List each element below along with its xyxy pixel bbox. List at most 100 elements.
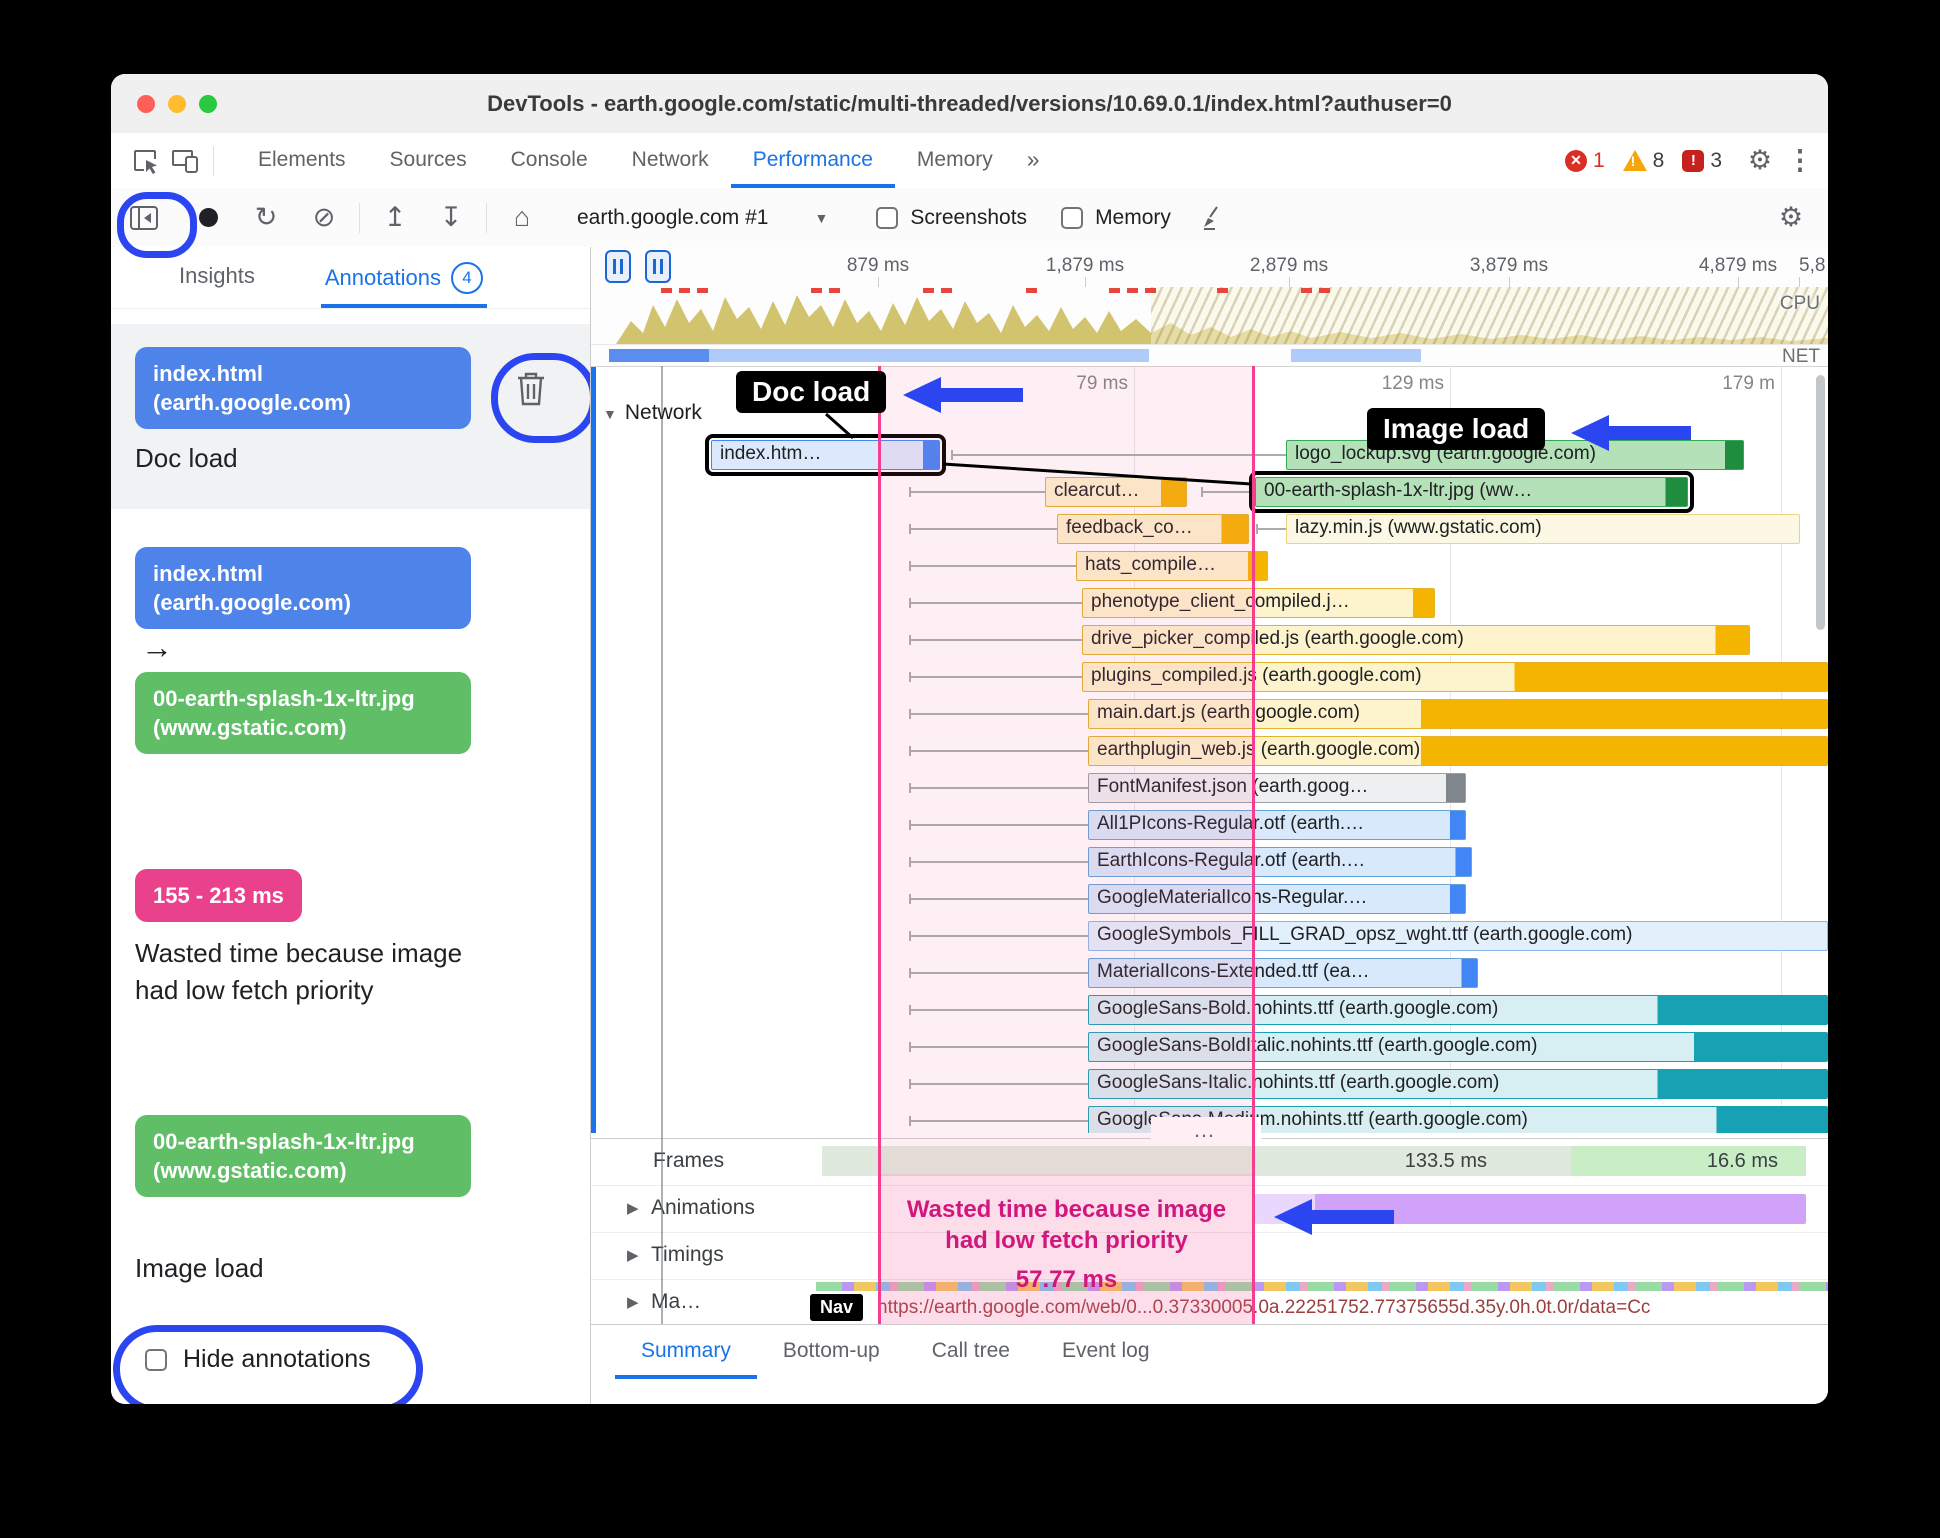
network-request-bar[interactable]: MaterialIcons-Extended.ttf (ea… [1088,958,1478,988]
annotation-entry-pill[interactable]: 00-earth-splash-1x-ltr.jpg (www.gstatic.… [135,672,471,755]
annotation-label[interactable]: Doc load [135,443,238,473]
tab-sources[interactable]: Sources [389,148,467,171]
tab-overflow-chevron[interactable]: » [1026,146,1040,172]
cpu-activity-chart [591,287,1828,344]
request-whisker [909,672,1082,682]
network-request-bar[interactable]: main.dart.js (earth.google.com) [1088,699,1828,729]
chevron-down-icon[interactable]: ▼ [814,209,829,226]
annotations-count-badge: 4 [451,261,484,294]
annotation-range-pill[interactable]: 155 - 213 ms [135,869,302,923]
animations-track-label: Animations [651,1196,755,1219]
annotation-label[interactable]: Wasted time because image had low fetch … [135,938,463,1005]
devtools-settings-gear-icon[interactable]: ⚙ [1747,145,1773,175]
tab-memory[interactable]: Memory [916,148,993,171]
network-request-bar[interactable]: drive_picker_compiled.js (earth.google.c… [1082,625,1750,655]
network-request-bar[interactable]: GoogleSymbols_FILL_GRAD_opsz_wght.ttf (e… [1088,921,1828,951]
annotation-label[interactable]: Image load [135,1253,264,1283]
vertical-scrollbar-thumb[interactable] [1816,375,1825,630]
annotation-entry-pill[interactable]: 00-earth-splash-1x-ltr.jpg (www.gstatic.… [135,1115,471,1198]
bottom-tab-event-log[interactable]: Event log [1061,1339,1150,1362]
network-request-bar[interactable]: plugins_compiled.js (earth.google.com) [1082,662,1828,692]
target-selector[interactable]: earth.google.com #1 [577,205,769,229]
performance-settings-gear-icon[interactable]: ⚙ [1778,202,1804,232]
frame-duration-bar[interactable]: 133.5 ms [822,1146,1571,1176]
tab-annotations[interactable]: Annotations 4 [321,247,487,308]
save-profile-icon[interactable]: ↧ [439,202,463,232]
request-label: lazy.min.js (www.gstatic.com) [1295,517,1542,538]
tab-insights[interactable]: Insights [179,263,255,288]
annotation-entry-pill[interactable]: index.html (earth.google.com) [135,547,471,630]
tab-console[interactable]: Console [510,148,588,171]
inspect-element-icon[interactable] [125,141,165,181]
image-load-annotation-label[interactable]: Image load [1367,408,1546,450]
network-track-header[interactable]: ▼Network [603,401,702,425]
error-badge[interactable]: ✕ 1 [1564,149,1605,173]
delete-annotation-icon[interactable] [511,367,551,411]
record-button[interactable] [187,197,229,239]
overview-right-handle[interactable] [645,250,671,283]
devtools-menu-dots-icon[interactable]: ⋮ [1786,145,1814,175]
network-request-bar[interactable]: feedback_co… [1057,514,1249,544]
network-request-bar[interactable]: earthplugin_web.js (earth.google.com) [1088,736,1828,766]
overview-left-handle[interactable] [605,250,631,283]
clear-recording-icon[interactable]: ⊘ [312,202,336,232]
network-request-bar[interactable]: FontManifest.json (earth.goog… [1088,773,1466,803]
frame-duration-bar[interactable]: 16.6 ms [1571,1146,1806,1176]
bottom-tab-bottom-up[interactable]: Bottom-up [782,1339,880,1362]
network-request-bar[interactable]: GoogleSans-BoldItalic.nohints.ttf (earth… [1088,1032,1828,1062]
timings-track[interactable]: ▶ Timings [591,1233,1828,1280]
memory-checkbox[interactable] [1061,206,1084,229]
network-request-bar[interactable]: index.htm… [705,434,946,476]
network-request-bar[interactable]: hats_compile… [1076,551,1268,581]
screenshots-checkbox[interactable] [876,206,899,229]
network-request-bar[interactable]: GoogleSans-Italic.nohints.ttf (earth.goo… [1088,1069,1828,1099]
bottom-tab-call-tree[interactable]: Call tree [931,1339,1010,1362]
warning-badge[interactable]: 8 [1622,149,1664,173]
network-request-bar[interactable]: GoogleSans-Bold.nohints.ttf (earth.googl… [1088,995,1828,1025]
overview-tick-label: 5,8 [1799,255,1826,276]
show-more-ellipsis[interactable]: … [1151,1117,1261,1143]
doc-load-annotation-label[interactable]: Doc load [736,371,887,413]
request-label: plugins_compiled.js (earth.google.com) [1091,665,1422,686]
garbage-collect-icon[interactable] [1193,197,1235,239]
tab-elements[interactable]: Elements [258,148,346,171]
request-whisker [909,820,1088,830]
network-request-bar[interactable]: All1PIcons-Regular.otf (earth.… [1088,810,1466,840]
collapse-triangle-icon[interactable]: ▼ [603,406,617,422]
request-label: MaterialIcons-Extended.ttf (ea… [1097,961,1370,982]
annotation-entry-pill[interactable]: index.html (earth.google.com) [135,347,471,430]
expand-triangle-icon[interactable]: ▶ [627,1247,639,1264]
load-profile-icon[interactable]: ↥ [383,202,407,232]
expand-triangle-icon[interactable]: ▶ [627,1200,639,1217]
traffic-light-minimize-button[interactable] [168,95,186,113]
network-request-bar[interactable]: phenotype_client_compiled.j… [1082,588,1435,618]
tab-performance[interactable]: Performance [731,133,895,188]
animation-bar[interactable] [1255,1194,1806,1224]
animations-track[interactable]: ▶ Animations [591,1186,1828,1233]
frames-track[interactable]: Frames 133.5 ms 16.6 ms [591,1139,1828,1186]
request-label: EarthIcons-Regular.otf (earth.… [1097,850,1366,871]
sidebar-toggle-icon[interactable] [123,197,165,239]
reload-and-record-icon[interactable]: ↻ [254,202,278,232]
network-request-bar[interactable]: lazy.min.js (www.gstatic.com) [1286,514,1800,544]
network-request-bar[interactable]: EarthIcons-Regular.otf (earth.… [1088,847,1472,877]
traffic-light-close-button[interactable] [137,95,155,113]
request-label: main.dart.js (earth.google.com) [1097,702,1360,723]
network-request-bar[interactable]: 00-earth-splash-1x-ltr.jpg (ww… [1249,471,1694,513]
device-toolbar-icon[interactable] [165,141,205,181]
main-thread-track[interactable]: ▶ Ma… Nav https://earth.google.com/web/0… [591,1280,1828,1325]
tab-network[interactable]: Network [631,148,709,171]
navigation-marker-badge[interactable]: Nav [810,1294,864,1321]
home-icon[interactable]: ⌂ [513,202,531,232]
request-whisker [909,1079,1088,1089]
issues-badge[interactable]: ! 3 [1682,149,1722,173]
hide-annotations-checkbox[interactable] [145,1348,167,1371]
bottom-tab-summary[interactable]: Summary [615,1325,757,1379]
network-request-bar[interactable]: clearcut… [1045,477,1187,507]
expand-triangle-icon[interactable]: ▶ [627,1294,639,1311]
traffic-light-zoom-button[interactable] [199,95,217,113]
network-request-bar[interactable]: GoogleMaterialIcons-Regular.… [1088,884,1466,914]
